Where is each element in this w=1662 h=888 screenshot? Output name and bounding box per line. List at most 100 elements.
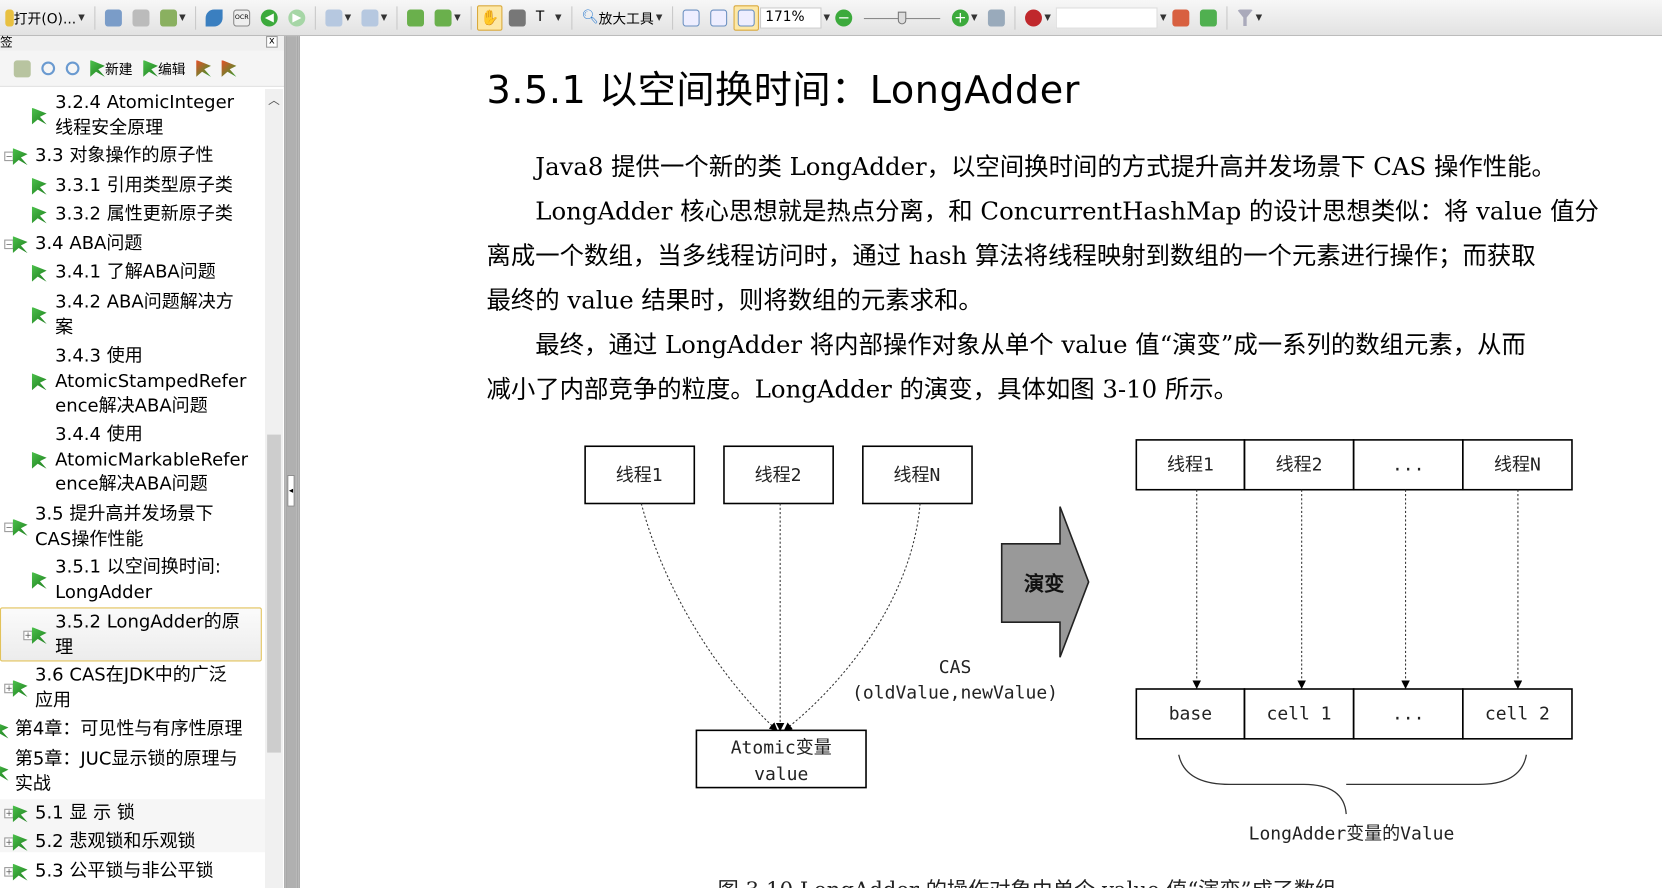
rotate-left-button[interactable] [403,5,428,30]
bookmark-item[interactable]: −3.4 ABA问题 [0,232,265,257]
snapshot-button[interactable] [504,5,529,30]
fit-width-button[interactable] [733,4,759,31]
actual-size-button[interactable] [678,5,703,30]
bookmark-label: AtomicMarkableRefer [55,448,249,471]
bookmark-icon [31,107,47,125]
paragraph-line: 减小了内部竞争的粒度。LongAdder 的演变，具体如图 3-10 所示。 [486,376,1239,404]
print-button[interactable] [128,5,153,30]
collapse-panel-handle[interactable]: ◂ [287,474,295,507]
thread-label-n: 线程N [893,465,940,486]
plus-icon: + [951,9,969,26]
bookmark-item[interactable]: +3.6 CAS在JDK中的广泛应用 [0,664,265,714]
panel-splitter[interactable]: ◂ [284,36,300,888]
expand-toggle-icon[interactable]: + [4,866,14,877]
search-input[interactable] [1056,6,1158,29]
back-button[interactable]: ◀ [257,5,282,30]
scrollbar-thumb[interactable] [267,434,281,753]
value-cell-label: cell 1 [1267,704,1332,725]
find-previous-button[interactable] [1168,5,1193,30]
expand-toggle-icon[interactable]: + [4,683,14,693]
bookmark-item[interactable]: +5.1 显 示 锁 [0,801,265,826]
bookmark-properties-icon [221,59,237,77]
zoom-out-button[interactable]: − [831,5,856,30]
bookmark-item[interactable]: 3.4.2 ABA问题解决方案 [0,290,265,340]
bookmark-item[interactable]: +3.5.2 LongAdder的原理 [0,611,265,661]
save-button[interactable] [101,5,126,30]
expand-toggle-icon[interactable]: + [23,630,33,640]
ask-button[interactable]: ▼ [1021,5,1055,30]
expand-toggle-icon[interactable]: − [4,239,14,249]
share-icon [159,9,177,26]
touchup-button[interactable] [201,5,226,30]
fit-page-icon [710,9,728,26]
collapse-button[interactable] [61,57,83,80]
bookmark-item[interactable]: +5.2 悲观锁和乐观锁 [0,830,265,855]
bookmark-label: 5.2 悲观锁和乐观锁 [34,831,196,853]
edit-bookmark-button[interactable]: 编辑 [139,57,190,80]
bookmark-delete-icon [196,59,211,77]
rotate-right-icon [435,9,452,26]
value-cell-label: base [1169,704,1212,725]
cas-arrow-n [783,503,921,731]
bookmark-icon [12,833,28,851]
tree-scrollbar[interactable]: ︿ [265,89,284,888]
zoom-in-button[interactable]: +▼ [948,5,982,30]
find-previous-icon [1171,9,1189,26]
fit-page-button[interactable] [706,5,731,30]
bookmark-icon [31,306,47,324]
bookmark-properties-button[interactable] [217,57,240,80]
expand-toggle-icon[interactable]: − [4,151,14,161]
bookmark-item[interactable]: 第5章：JUC显示锁的原理与实战 [0,747,265,797]
select-text-button[interactable]: T▼ [535,9,562,25]
thread-cell-label: 线程N [1494,455,1541,476]
close-panel-button[interactable]: x [266,36,278,48]
delete-bookmark-button[interactable] [192,57,215,80]
expand-toggle-icon[interactable]: + [4,837,14,847]
fit-width-icon [737,9,755,26]
rotate-right-button[interactable]: ▼ [431,5,465,30]
open-button[interactable]: 打开(O)...▼ [1,5,89,30]
bookmark-item[interactable]: −3.3 对象操作的原子性 [0,144,265,169]
arrow-right-icon: ▶ [288,9,306,26]
magnifier-button[interactable]: 🔍︎放大工具▼ [581,9,663,28]
find-next-button[interactable] [1195,5,1220,30]
search-dropdown[interactable]: ▼ [1160,12,1167,23]
bookmark-item[interactable]: 第4章：可见性与有序性原理 [0,718,265,743]
zoom-dropdown[interactable]: ▼ [823,12,831,23]
undo-button[interactable]: ▼ [321,5,355,30]
bookmark-item[interactable]: +5.3 公平锁与非公平锁 [0,860,265,885]
zoom-slider[interactable] [863,9,941,26]
find-button[interactable] [984,5,1009,30]
bookmark-item[interactable]: 3.4.1 了解ABA问题 [0,261,265,286]
bookmark-item[interactable]: 3.3.1 引用类型原子类 [0,174,265,199]
bookmark-label: 实战 [14,773,51,795]
hand-tool-button[interactable]: ✋ [476,4,502,31]
filter-button[interactable]: ▼ [1232,5,1266,30]
bookmark-options-button[interactable] [10,57,35,80]
share-button[interactable]: ▼ [156,5,190,30]
ask-icon [1025,9,1043,26]
save-icon [104,9,122,26]
expand-toggle-icon[interactable]: − [4,522,14,532]
ocr-button[interactable]: OCR [229,5,254,30]
bookmark-item[interactable]: 3.3.2 属性更新原子类 [0,202,265,227]
magnifier-icon: 🔍︎ [581,9,600,25]
bookmark-label: 3.4.3 使用 [55,345,143,367]
expand-button[interactable] [37,57,59,80]
redo-button[interactable]: ▼ [357,5,391,30]
bookmark-item[interactable]: 3.5.1 以空间换时间:LongAdder [0,555,265,605]
expand-toggle-icon[interactable]: + [4,808,14,819]
new-bookmark-button[interactable]: 新建 [86,57,137,80]
scroll-up-icon[interactable]: ︿ [268,93,280,108]
forward-button[interactable]: ▶ [284,5,309,30]
zoom-slider-knob[interactable] [897,11,907,24]
zoom-input[interactable]: 171% [759,6,822,29]
find-next-icon [1199,9,1217,26]
thread-cell-label: ... [1392,455,1425,476]
bookmark-icon [31,264,47,282]
